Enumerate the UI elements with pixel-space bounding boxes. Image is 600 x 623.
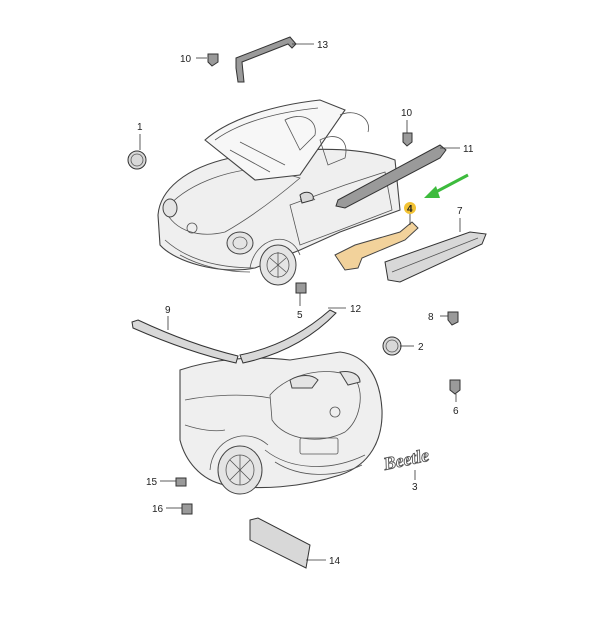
beetle-badge-text: Beetle (381, 445, 431, 474)
callout-13: 13 (317, 40, 329, 51)
part-4-bracket (334, 221, 419, 271)
callout-2: 2 (418, 342, 424, 353)
part-14-plate (249, 517, 311, 569)
callout-6: 6 (453, 406, 459, 417)
callout-4: 4 (407, 204, 413, 215)
part-15-bolt (175, 477, 187, 487)
part-2-emblem (382, 336, 402, 356)
callout-5: 5 (297, 310, 303, 321)
callout-14: 14 (329, 556, 341, 567)
rear-car-illustration (179, 351, 383, 495)
part-8-clip (447, 311, 459, 326)
callout-15: 15 (146, 477, 158, 488)
callout-3: 3 (412, 482, 418, 493)
part-12-trim (239, 309, 337, 364)
part-10-clip-left (207, 53, 219, 67)
callout-4-highlight: 4 (404, 202, 416, 215)
front-car-illustration (157, 99, 401, 286)
callout-7: 7 (457, 206, 463, 217)
callout-9: 9 (165, 305, 171, 316)
part-9-trim (131, 319, 239, 364)
part-16-bolt (181, 503, 193, 515)
part-10-clip-right (402, 132, 413, 147)
green-arrow-icon (424, 173, 469, 198)
part-11-strip (335, 144, 447, 209)
part-5-clip (295, 282, 307, 294)
callout-8: 8 (428, 312, 434, 323)
callout-11: 11 (463, 144, 474, 155)
part-1-emblem (127, 150, 147, 170)
callout-1: 1 (137, 122, 143, 133)
callout-16: 16 (152, 504, 164, 515)
part-13-handle (235, 36, 297, 83)
part-6-clip (449, 379, 461, 395)
callout-10-left: 10 (180, 54, 192, 65)
callout-12: 12 (350, 304, 362, 315)
callout-10-right: 10 (401, 108, 413, 119)
